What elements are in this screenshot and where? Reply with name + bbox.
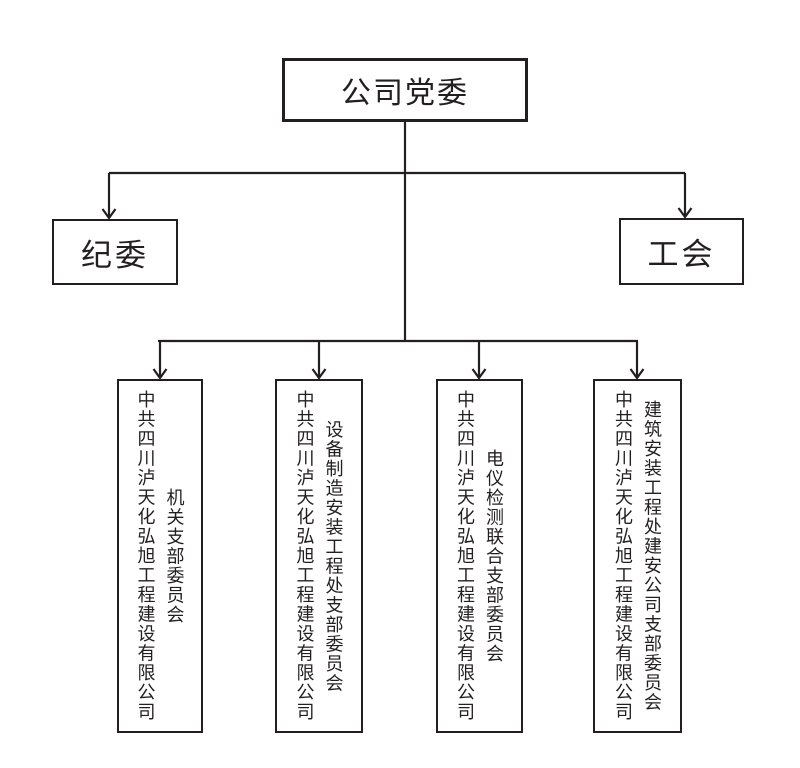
org-node-gonghui-label: 工会 xyxy=(647,237,716,272)
org-node-jiwei-label: 纪委 xyxy=(81,237,149,273)
org-node-root: 公司党委 xyxy=(282,58,528,122)
branch-1-committee-name: 机关支部委员会 xyxy=(164,487,185,625)
branch-4-company-name: 中共四川泸天化弘旭工程建设有限公司 xyxy=(613,390,633,722)
arrowhead-icon xyxy=(629,368,645,380)
branch-2-committee-name: 设备制造安装工程处支部委员会 xyxy=(323,419,344,693)
org-node-branch-1: 中共四川泸天化弘旭工程建设有限公司 机关支部委员会 xyxy=(117,379,203,733)
arrowhead-icon xyxy=(677,207,693,219)
org-node-jiwei: 纪委 xyxy=(52,219,178,285)
branch-4-committee-name: 建筑安装工程处建安公司支部委员会 xyxy=(642,400,662,712)
arrowhead-icon xyxy=(101,208,117,220)
org-node-gonghui: 工会 xyxy=(619,218,744,285)
branch-1-company-name: 中共四川泸天化弘旭工程建设有限公司 xyxy=(135,390,156,722)
arrowhead-icon xyxy=(471,368,487,380)
org-node-branch-4: 中共四川泸天化弘旭工程建设有限公司 建筑安装工程处建安公司支部委员会 xyxy=(593,379,682,733)
org-node-branch-3: 中共四川泸天化弘旭工程建设有限公司 电仪检测联合支部委员会 xyxy=(436,379,523,733)
org-node-branch-2: 中共四川泸天化弘旭工程建设有限公司 设备制造安装工程处支部委员会 xyxy=(275,379,363,733)
org-node-root-label: 公司党委 xyxy=(341,77,469,110)
branch-2-company-name: 中共四川泸天化弘旭工程建设有限公司 xyxy=(294,390,315,722)
branch-3-company-name: 中共四川泸天化弘旭工程建设有限公司 xyxy=(455,390,475,722)
arrowhead-icon xyxy=(311,368,327,380)
arrowhead-icon xyxy=(152,368,168,380)
branch-3-committee-name: 电仪检测联合支部委员会 xyxy=(484,448,504,664)
